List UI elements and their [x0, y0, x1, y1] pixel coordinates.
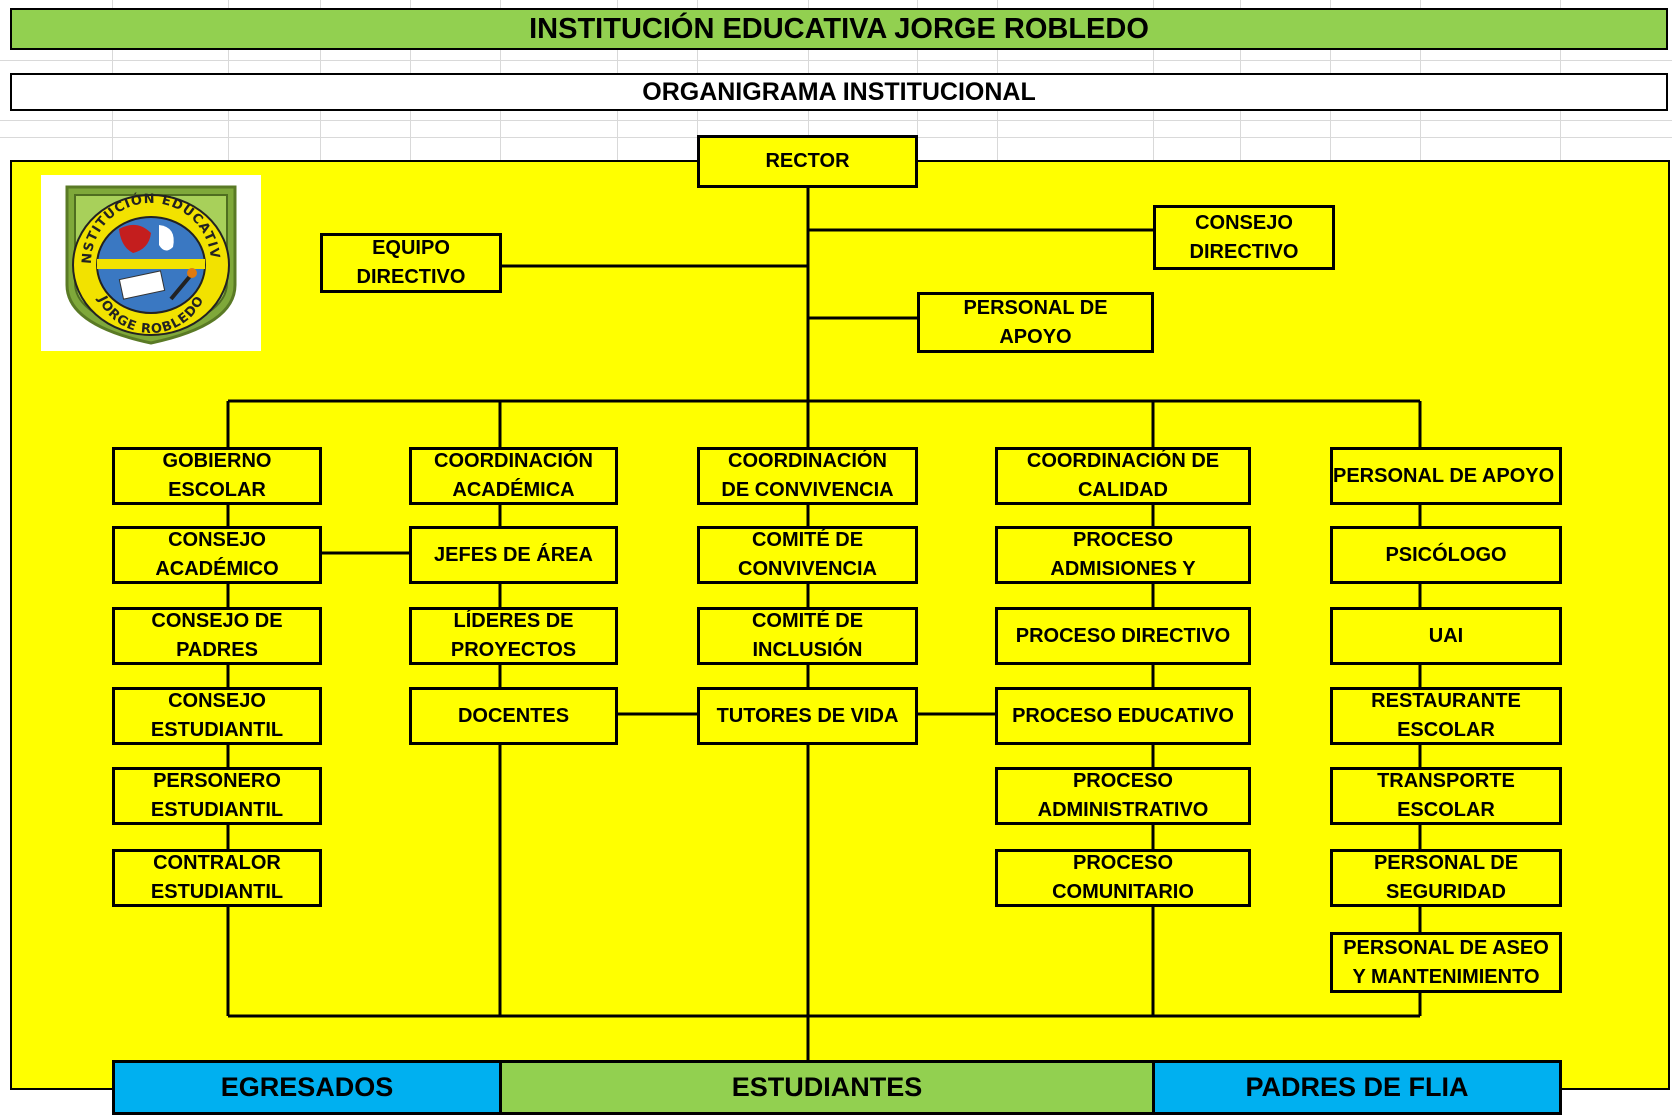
personero-box: PERSONERO ESTUDIANTIL — [112, 767, 322, 825]
proceso-directivo-box: PROCESO DIRECTIVO — [995, 607, 1251, 665]
comite-inclusion-box: COMITÉ DE INCLUSIÓN — [697, 607, 918, 665]
docentes-box: DOCENTES — [409, 687, 618, 745]
lideres-proyectos-box: LÍDERES DE PROYECTOS — [409, 607, 618, 665]
consejo-estudiantil-box: CONSEJO ESTUDIANTIL — [112, 687, 322, 745]
proceso-admisiones-box: PROCESO ADMISIONES Y — [995, 526, 1251, 584]
coord-academica-box: COORDINACIÓN ACADÉMICA — [409, 447, 618, 505]
seguridad-box: PERSONAL DE SEGURIDAD — [1330, 849, 1562, 907]
contralor-box: CONTRALOR ESTUDIANTIL — [112, 849, 322, 907]
restaurante-box: RESTAURANTE ESCOLAR — [1330, 687, 1562, 745]
psicologo-box: PSICÓLOGO — [1330, 526, 1562, 584]
consejo-directivo-box: CONSEJO DIRECTIVO — [1153, 205, 1335, 270]
transporte-box: TRANSPORTE ESCOLAR — [1330, 767, 1562, 825]
proceso-administrativo-box: PROCESO ADMINISTRATIVO — [995, 767, 1251, 825]
gobierno-escolar-box: GOBIERNO ESCOLAR — [112, 447, 322, 505]
uai-box: UAI — [1330, 607, 1562, 665]
coord-convivencia-box: COORDINACIÓN DE CONVIVENCIA — [697, 447, 918, 505]
institution-logo: INSTITUCIÓN EDUCATIVA JORGE ROBLEDO — [35, 164, 261, 351]
coord-calidad-box: COORDINACIÓN DE CALIDAD — [995, 447, 1251, 505]
gridline — [0, 120, 1672, 121]
page-title: INSTITUCIÓN EDUCATIVA JORGE ROBLEDO — [10, 8, 1668, 50]
gridline — [0, 60, 1672, 61]
estudiantes-box: ESTUDIANTES — [499, 1060, 1155, 1115]
personal-apoyo-top-box: PERSONAL DE APOYO — [917, 292, 1154, 353]
consejo-academico-box: CONSEJO ACADÉMICO — [112, 526, 322, 584]
tutores-vida-box: TUTORES DE VIDA — [697, 687, 918, 745]
jefes-area-box: JEFES DE ÁREA — [409, 526, 618, 584]
personal-apoyo-col-box: PERSONAL DE APOYO — [1330, 447, 1562, 505]
consejo-padres-box: CONSEJO DE PADRES — [112, 607, 322, 665]
page-subtitle: ORGANIGRAMA INSTITUCIONAL — [10, 73, 1668, 111]
proceso-comunitario-box: PROCESO COMUNITARIO — [995, 849, 1251, 907]
proceso-educativo-box: PROCESO EDUCATIVO — [995, 687, 1251, 745]
comite-convivencia-box: COMITÉ DE CONVIVENCIA — [697, 526, 918, 584]
rector-box: RECTOR — [697, 135, 918, 188]
padres-box: PADRES DE FLIA — [1152, 1060, 1562, 1115]
shield-emblem-icon: INSTITUCIÓN EDUCATIVA JORGE ROBLEDO — [35, 164, 237, 345]
egresados-box: EGRESADOS — [112, 1060, 502, 1115]
aseo-box: PERSONAL DE ASEO Y MANTENIMIENTO — [1330, 932, 1562, 993]
equipo-directivo-box: EQUIPO DIRECTIVO — [320, 233, 502, 293]
